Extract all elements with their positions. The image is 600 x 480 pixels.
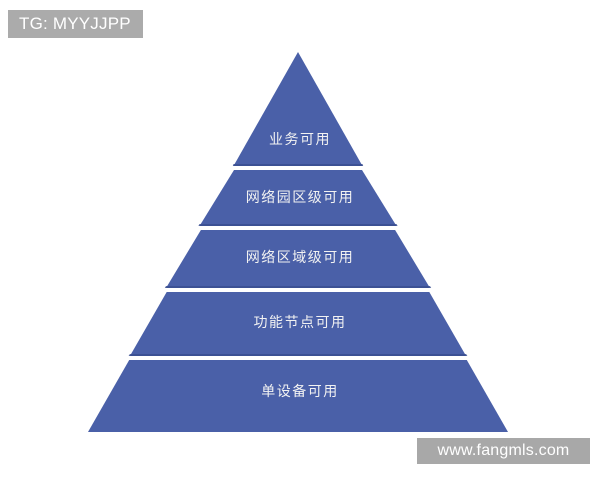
- pyramid-tier-4-shape[interactable]: [129, 292, 467, 356]
- pyramid-tier-1-shape[interactable]: [233, 52, 363, 166]
- pyramid-tier-3-body[interactable]: [166, 230, 430, 288]
- tier-divider-shadow-4: [128, 354, 468, 356]
- tier-divider-shadow-2: [198, 224, 398, 226]
- site-watermark: www.fangmls.com: [417, 438, 590, 464]
- pyramid-tier-2-shape[interactable]: [199, 170, 397, 226]
- tg-badge: TG: MYYJJPP: [8, 10, 143, 38]
- tier-divider-shadow-3: [164, 286, 432, 288]
- tier-divider-shadow-1: [232, 164, 364, 166]
- pyramid-tier-5-shape[interactable]: [88, 360, 508, 432]
